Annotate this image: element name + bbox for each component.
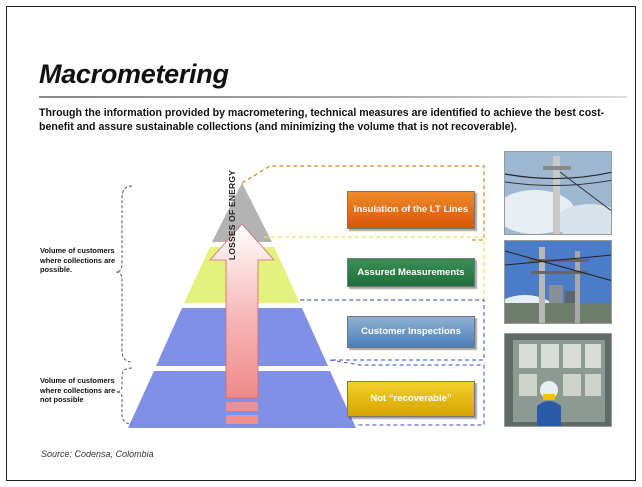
losses-arrow <box>209 223 275 399</box>
side-note-possible: Volume of customers where collections ar… <box>40 246 116 274</box>
action-assured-measurements: Assured Measurements <box>347 258 475 287</box>
action-customer-inspections: Customer Inspections <box>347 316 475 348</box>
source-prefix: Source <box>41 449 70 459</box>
pyramid-layer-top <box>212 183 272 242</box>
arrow-segment-1 <box>226 402 258 411</box>
side-note-not-possible: Volume of customers where collections ar… <box>40 376 116 404</box>
connector-base <box>329 359 485 426</box>
pyramid-layer-base <box>128 371 356 428</box>
title-divider <box>39 96 627 98</box>
arrow-segment-2 <box>226 415 258 424</box>
action-insulation: Insulation of the LT Lines <box>347 191 475 229</box>
intro-text: Through the information provided by macr… <box>39 107 605 133</box>
slide-title: Macrometering <box>39 59 229 89</box>
action-not-recoverable: Not “recoverable” <box>347 381 475 417</box>
arrow-label: LOSSES OF ENERGY <box>227 169 237 261</box>
connector-lower-middle <box>300 299 485 361</box>
photo-power-pole <box>504 151 612 235</box>
photo-meter-inspection <box>504 333 612 427</box>
source-note: Source: Codensa, Colombia <box>41 449 154 459</box>
source-text: : Codensa, Colombia <box>69 449 154 459</box>
brace-not-possible <box>115 367 133 425</box>
connector-top <box>241 165 485 241</box>
photo-electrical-installation <box>504 240 612 324</box>
brace-possible <box>115 185 133 363</box>
